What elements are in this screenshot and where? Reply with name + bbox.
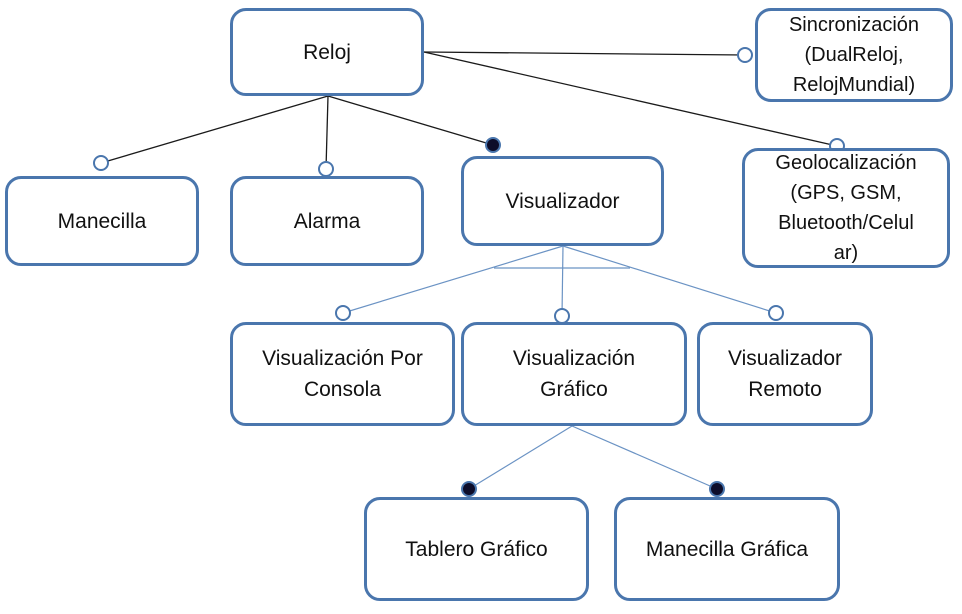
node-alarma: Alarma: [230, 176, 424, 266]
edge-reloj-to-manecilla: [100, 95, 329, 164]
node-visualizador-label: Visualizador: [505, 189, 620, 213]
node-visualizador-remoto-label: Visualizador Remoto: [727, 347, 842, 401]
mandatory-marker-manecilla-grafica: [709, 481, 725, 497]
node-reloj-label: Reloj: [303, 40, 351, 64]
node-manecilla-grafica: Manecilla Gráfica: [614, 497, 840, 601]
mandatory-marker-tablero-grafico: [461, 481, 477, 497]
node-sincronizacion: Sincronización (DualReloj, RelojMundial): [755, 8, 953, 102]
edge-visualizacion-grafico-to-manecilla-grafica: [571, 425, 718, 490]
node-alarma-label: Alarma: [293, 209, 361, 233]
node-tablero-grafico-label: Tablero Gráfico: [405, 537, 548, 561]
optional-marker-visualizacion-consola: [335, 305, 351, 321]
node-reloj: Reloj: [230, 8, 424, 96]
node-geolocalizacion: Geolocalización (GPS, GSM, Bluetooth/Cel…: [742, 148, 950, 268]
edge-reloj-to-visualizador: [327, 95, 494, 146]
node-manecilla-label: Manecilla: [57, 209, 147, 233]
node-visualizacion-grafico-label: Visualización Gráfico: [512, 347, 636, 401]
optional-marker-manecilla: [93, 155, 109, 171]
edge-visualizacion-grafico-to-tablero-grafico: [468, 425, 573, 490]
node-visualizacion-consola-label: Visualización Por Consola: [262, 347, 423, 401]
node-manecilla: Manecilla: [5, 176, 199, 266]
node-manecilla-grafica-label: Manecilla Gráfica: [645, 537, 809, 561]
edge-reloj-to-geolocalizacion: [423, 51, 838, 147]
node-tablero-grafico: Tablero Gráfico: [364, 497, 589, 601]
optional-marker-visualizador-remoto: [768, 305, 784, 321]
node-sincronizacion-label: Sincronización (DualReloj, RelojMundial): [788, 14, 920, 96]
edges-layer: [100, 51, 838, 490]
node-visualizacion-grafico: Visualización Gráfico: [461, 322, 687, 426]
edge-visualizador-to-visualizador-remoto: [562, 245, 777, 314]
mandatory-marker-visualizador: [485, 137, 501, 153]
node-visualizacion-consola: Visualización Por Consola: [230, 322, 455, 426]
edge-reloj-to-sincronizacion: [423, 51, 746, 56]
markers-layer: [93, 47, 845, 497]
optional-marker-alarma: [318, 161, 334, 177]
optional-marker-sincronizacion: [737, 47, 753, 63]
optional-marker-visualizacion-grafico: [554, 308, 570, 324]
node-geolocalizacion-label: Geolocalización (GPS, GSM, Bluetooth/Cel…: [775, 152, 917, 264]
edge-visualizador-to-visualizacion-consola: [342, 245, 564, 314]
edge-visualizador-to-visualizacion-grafico: [561, 245, 564, 317]
node-visualizador-remoto: Visualizador Remoto: [697, 322, 873, 426]
edge-reloj-to-alarma: [325, 95, 329, 170]
node-visualizador: Visualizador: [461, 156, 664, 246]
